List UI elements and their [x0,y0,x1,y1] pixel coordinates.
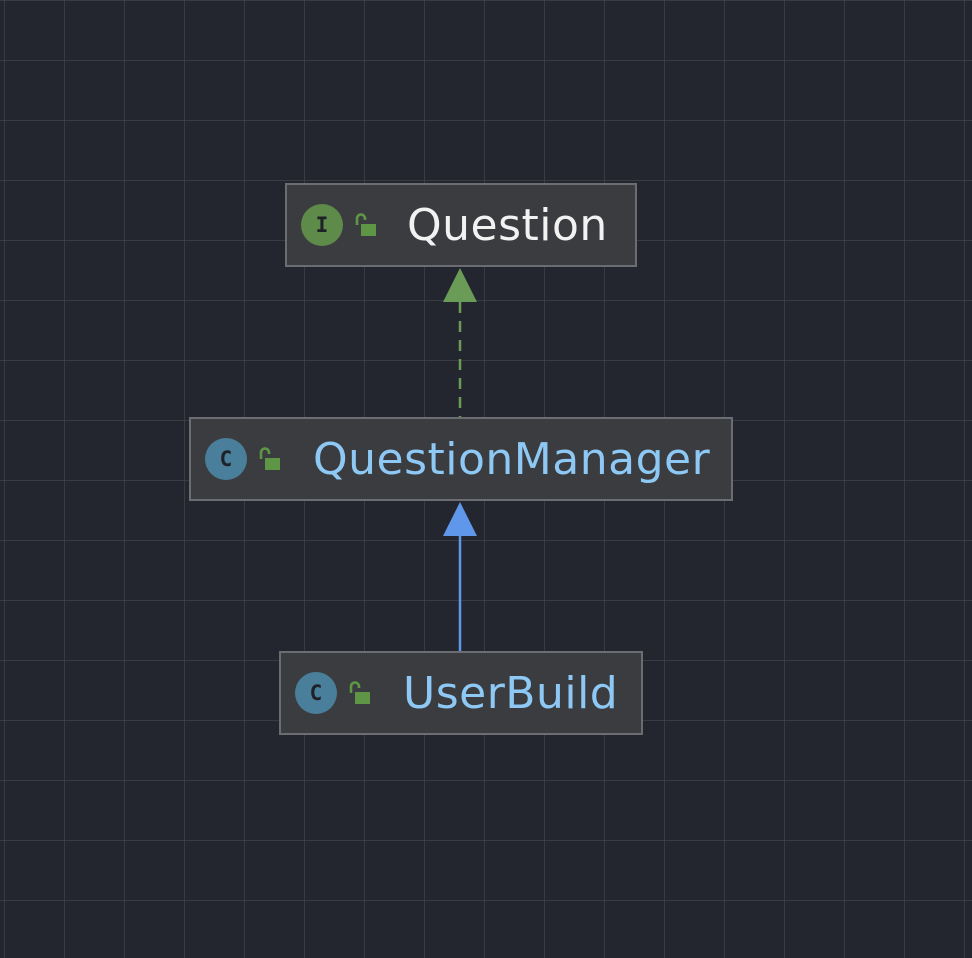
open-lock-icon [349,681,370,704]
node-name: UserBuild [403,667,619,719]
node-question[interactable]: I Question [285,183,637,267]
open-lock-icon [259,447,280,470]
class-icon: C [295,672,337,714]
node-name: QuestionManager [313,433,711,485]
open-lock-icon [355,213,376,236]
interface-icon: I [301,204,343,246]
class-icon: C [205,438,247,480]
node-user-build[interactable]: C UserBuild [279,651,643,735]
node-question-manager[interactable]: C QuestionManager [189,417,733,501]
implements-edge-arrowhead [443,268,477,302]
extends-edge-arrowhead [443,502,477,536]
node-name: Question [407,199,608,251]
